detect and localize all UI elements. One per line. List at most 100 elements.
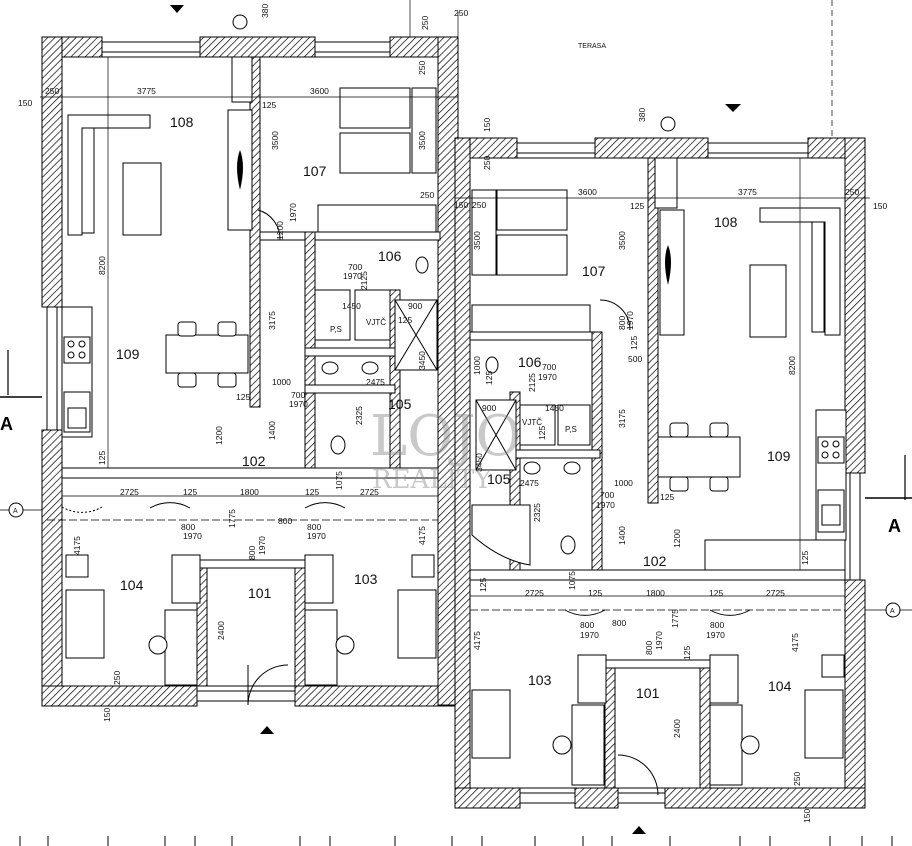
dimension-label: 150	[802, 809, 812, 823]
room-107-right: 107	[582, 263, 606, 279]
dimension-label: 1800	[646, 588, 665, 598]
terasa-label: TERASA	[578, 43, 606, 50]
dimension-label: 1450	[545, 403, 564, 413]
room-102-right: 102	[643, 553, 667, 569]
dimension-label: 3175	[267, 311, 277, 330]
dimension-label: 1450	[342, 301, 361, 311]
room-106-right: 106	[518, 354, 542, 370]
watermark-text: REALITY	[372, 465, 492, 495]
dimension-label: 800	[247, 546, 257, 560]
dimension-label: 800	[580, 620, 594, 630]
dimension-label: 250	[482, 156, 492, 170]
dimension-label: 800	[710, 620, 724, 630]
room-103-right: 103	[528, 672, 552, 688]
vjtc-label-left: VJTČ	[366, 318, 386, 327]
dimension-label: 800	[612, 618, 626, 628]
dimension-label: 700	[542, 362, 556, 372]
left-wall-corridor	[61, 467, 439, 479]
dimension-label: 125	[800, 551, 810, 565]
section-mark-right: A	[865, 455, 912, 536]
dimension-label: 125	[630, 201, 644, 211]
dimension-label: 3450	[474, 453, 484, 472]
left-wall-101-top	[196, 559, 306, 569]
dimension-label: 125	[629, 336, 639, 350]
dimension-label: 150	[18, 98, 32, 108]
dimension-label: 800	[307, 522, 321, 532]
dimension-label: 1970	[580, 630, 599, 640]
dimension-label: 2325	[532, 503, 542, 522]
dimension-label: 250	[420, 16, 430, 30]
dimension-label: 250	[112, 671, 122, 685]
dimension-label: 8200	[787, 356, 797, 375]
dimension-label: 2125	[527, 373, 537, 392]
dimension-label: 500	[628, 354, 642, 364]
dimension-label: 4175	[472, 631, 482, 650]
room-107-left: 107	[303, 163, 327, 179]
dimension-label: 250	[472, 200, 486, 210]
dimension-label: 125	[262, 100, 276, 110]
dimension-label: 1000	[472, 356, 482, 375]
left-wall-bath-low	[304, 384, 396, 394]
dimension-label: 2475	[366, 377, 385, 387]
section-mark-left: A	[0, 350, 42, 434]
dimension-label: 700	[600, 490, 614, 500]
room-104-left: 104	[120, 577, 144, 593]
left-wall-101-103	[294, 559, 306, 687]
dimension-label: 2125	[359, 271, 369, 290]
dimension-label: 1200	[214, 426, 224, 445]
room-102-left: 102	[242, 453, 266, 469]
dimension-label: 250	[45, 86, 59, 96]
room-105-right: 105	[487, 471, 511, 487]
dimension-label: 1970	[257, 536, 267, 555]
dimension-label: 1075	[334, 471, 344, 490]
dimension-label: 125	[478, 578, 488, 592]
dimension-label: 250	[420, 190, 434, 200]
left-wall-107-106	[259, 231, 441, 241]
dimension-label: 125	[660, 492, 674, 502]
dimension-label: 125	[484, 371, 494, 385]
room-103-left: 103	[354, 571, 378, 587]
dimension-label: 125	[682, 646, 692, 660]
dimension-label: 800	[181, 522, 195, 532]
dimension-label: 125	[305, 487, 319, 497]
room-105-left: 105	[388, 396, 412, 412]
room-106-left: 106	[378, 248, 402, 264]
dimension-label: 3500	[617, 231, 627, 250]
dimension-label: 1800	[240, 487, 259, 497]
room-101-left: 101	[248, 585, 272, 601]
dimension-label: 3450	[417, 351, 427, 370]
dimension-label: 2400	[216, 621, 226, 640]
left-wall-bottom-a	[41, 685, 198, 707]
dimension-label: 125	[97, 451, 107, 465]
left-kitchen	[61, 306, 249, 438]
dimension-label: 800	[617, 316, 627, 330]
dimension-label: 4175	[417, 526, 427, 545]
dimension-label: 2325	[354, 406, 364, 425]
dimension-label: 1970	[183, 531, 202, 541]
dimension-label: 1400	[617, 526, 627, 545]
room-109-left: 109	[116, 346, 140, 362]
dimension-label: 125	[709, 588, 723, 598]
section-label-right: A	[888, 516, 901, 536]
dimension-label: 150	[482, 118, 492, 132]
dimension-label: 150	[102, 708, 112, 722]
dimension-label: 1000	[614, 478, 633, 488]
vjtc-label-right: VJTČ	[522, 418, 542, 427]
room-101-right: 101	[636, 685, 660, 701]
dimension-label: 250	[417, 61, 427, 75]
dimension-label: 8200	[97, 256, 107, 275]
dimension-label: 1400	[267, 421, 277, 440]
ps-label-left: P,S	[330, 325, 342, 334]
dimension-label: 900	[482, 403, 496, 413]
dimension-label: 3500	[472, 231, 482, 250]
left-wall-bath-mid	[304, 347, 396, 357]
dimension-label: 3500	[417, 131, 427, 150]
dimension-label: 2725	[360, 487, 379, 497]
room-108-right: 108	[714, 214, 738, 230]
left-wall-left-a	[41, 36, 63, 308]
dimension-label: 1970	[625, 311, 635, 330]
dimension-label: 4175	[790, 633, 800, 652]
dimension-label: 250	[454, 8, 468, 18]
axis-label-right: A	[890, 608, 895, 615]
dimension-label: 3600	[310, 86, 329, 96]
